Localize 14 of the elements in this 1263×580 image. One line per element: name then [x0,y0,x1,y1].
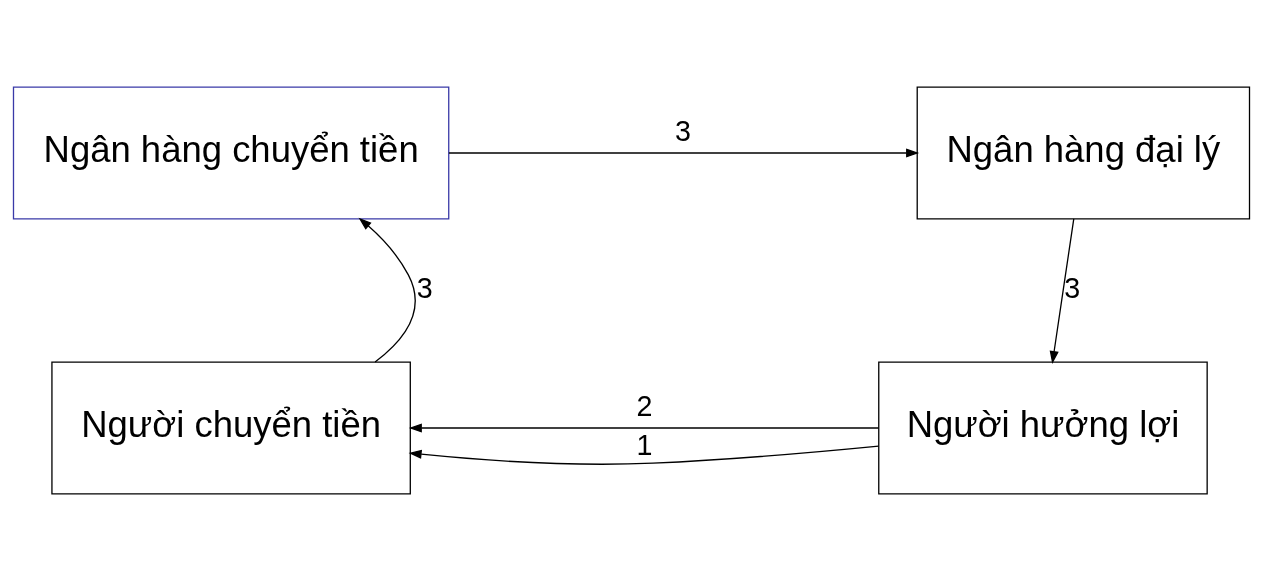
edge-label: 1 [636,428,653,461]
node-box: Ngân hàng đại lý [916,86,1251,219]
node-box: Người hưởng lợi [878,361,1208,494]
edge-label: 2 [636,389,653,422]
arrow [1049,217,1075,364]
arrow [358,217,416,363]
node-box: Người chuyển tiền [51,361,411,494]
arrow [408,422,880,433]
edge-label: 3 [675,114,691,147]
edge-label: 3 [416,271,433,304]
arrow [448,147,920,158]
node-box: Ngân hàng chuyển tiền [12,86,450,219]
edge-label: 3 [1064,271,1081,304]
arrow [408,444,880,465]
